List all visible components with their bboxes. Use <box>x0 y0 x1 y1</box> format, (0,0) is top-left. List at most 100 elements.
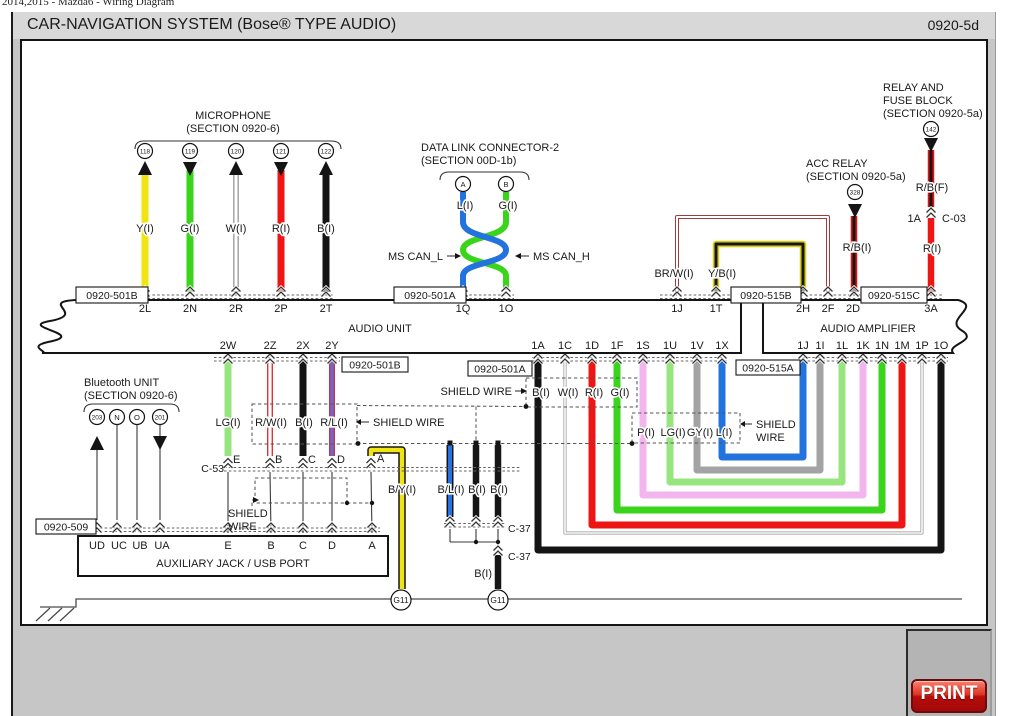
pin-label: 2Z <box>264 340 277 352</box>
pin-label: 1O <box>499 303 514 315</box>
pin-label: C <box>299 540 307 552</box>
wire-label: R/B(I) <box>843 242 872 254</box>
wire-loop-g <box>613 360 886 514</box>
arrow-down-icon <box>183 162 197 176</box>
bluetooth-section: (SECTION 0920-6) <box>84 390 178 402</box>
acc-relay-section: (SECTION 0920-5a) <box>806 171 906 183</box>
audio-unit-label: AUDIO UNIT <box>348 323 412 335</box>
terminal-letter: N <box>114 413 119 422</box>
pin-label: 2H <box>796 303 810 315</box>
pin-label: 2L <box>139 303 151 315</box>
direction-arrows <box>90 138 938 450</box>
print-button[interactable]: PRINT <box>911 679 987 713</box>
connector-id: 0920-501A <box>474 364 525 376</box>
pin-label: D <box>337 454 345 466</box>
ground-label: G11 <box>393 595 409 605</box>
dlc-section: (SECTION 00D-1b) <box>421 155 516 167</box>
wire-label: G(I) <box>181 223 200 235</box>
pin-label: 1J <box>671 303 683 315</box>
pin-label: 1C <box>558 340 572 352</box>
connector-id: 0920-501B <box>349 360 400 372</box>
rfb-title1: RELAY AND <box>883 82 944 94</box>
ground-label: G11 <box>490 595 506 605</box>
rfb-title2: FUSE BLOCK <box>883 95 953 107</box>
connector-id: 0920-515C <box>868 290 920 302</box>
connector-id: 0920-509 <box>44 522 89 534</box>
rfb-section: (SECTION 0920-5a) <box>883 108 983 120</box>
audio-amplifier-label: AUDIO AMPLIFIER <box>820 323 915 335</box>
audio-unit-box <box>37 299 742 354</box>
dlc-brace <box>439 171 530 181</box>
arrow-left-icon <box>515 253 521 259</box>
connector-id: 0920-501B <box>86 290 137 302</box>
pin-label: UA <box>154 540 170 552</box>
wire-label: G(I) <box>499 200 518 212</box>
pin-label: A <box>368 540 376 552</box>
shield-box-aux <box>254 477 348 504</box>
shield-wire-label: SHIELD WIRE <box>440 386 512 398</box>
terminal-number: 119 <box>185 149 196 156</box>
terminal-number: 142 <box>926 127 937 134</box>
pin-label: 1N <box>875 340 889 352</box>
pin-label: A <box>377 453 385 465</box>
dlc-title: DATA LINK CONNECTOR-2 <box>421 142 559 154</box>
wire-label: B(I) <box>532 387 550 399</box>
pin-label: 2X <box>296 340 310 352</box>
pin-label: 1S <box>636 340 649 352</box>
wire-loop-gy <box>693 360 824 474</box>
pin-label: UC <box>111 540 127 552</box>
wire-label: L(I) <box>457 200 474 212</box>
wire-label: W(I) <box>558 387 579 399</box>
wire-yb-loop <box>712 240 807 292</box>
ground-line <box>35 598 962 622</box>
pin-label: 1T <box>710 303 723 315</box>
inline-connector-label: C-03 <box>942 213 966 225</box>
wire-label: B(I) <box>474 568 492 580</box>
wire-can-low <box>460 192 509 290</box>
wire-label: W(I) <box>226 223 247 235</box>
diagram-viewer-window: CAR-NAVIGATION SYSTEM (Bose® TYPE AUDIO)… <box>13 12 996 716</box>
diagram-code: 0920-5d <box>927 17 979 33</box>
shield-wire-network <box>251 377 741 545</box>
microphone-section: (SECTION 0920-6) <box>186 123 280 135</box>
wires <box>96 150 945 589</box>
pin-label: 2P <box>274 303 287 315</box>
wire-loop-r <box>588 360 906 529</box>
wire-label: B/Y(I) <box>388 484 416 496</box>
shield-wire-label: SHIELD <box>756 419 796 431</box>
inline-pin-label: 1A <box>908 213 922 225</box>
pin-label: D <box>328 540 336 552</box>
wire-label: R(I) <box>272 223 290 235</box>
pin-label: 1J <box>797 340 809 352</box>
can-high-label: MS CAN_H <box>533 251 590 263</box>
pin-label: 1I <box>815 340 824 352</box>
terminal-number: 328 <box>850 190 861 197</box>
pointer-arrows <box>356 253 752 427</box>
wire-label: R(I) <box>923 243 941 255</box>
pin-label: 1D <box>585 340 599 352</box>
terminal-number: 118 <box>140 149 151 156</box>
diagram-title: CAR-NAVIGATION SYSTEM (Bose® TYPE AUDIO) <box>27 16 397 33</box>
shield-wire-label: SHIELD WIRE <box>373 417 445 429</box>
pin-label: 1A <box>531 340 545 352</box>
terminal-letter: A <box>460 180 466 189</box>
pin-label: E <box>224 540 231 552</box>
wiring-diagram-svg: MICROPHONE (SECTION 0920-6) 118 119 120 … <box>35 82 983 622</box>
shield-box-c53 <box>251 403 358 445</box>
connector-id: 0920-515B <box>740 290 791 302</box>
wire-label: B/L(I) <box>438 484 465 496</box>
wire-label: L(I) <box>716 427 733 439</box>
wire-can-high <box>460 192 509 290</box>
pin-label: 2D <box>846 303 860 315</box>
wire-label: LG(I) <box>660 427 685 439</box>
pin-label: 1M <box>894 340 909 352</box>
wire-label: GY(I) <box>687 427 713 439</box>
print-panel: PRINT <box>906 629 992 716</box>
bluetooth-title: Bluetooth UNIT <box>84 377 159 389</box>
pin-label: 1Q <box>456 303 471 315</box>
arrow-up-icon <box>90 436 104 450</box>
microphone-title: MICROPHONE <box>195 110 271 122</box>
c37-join <box>449 529 499 547</box>
browser-page-title: 2014,2015 - Mazda6 - Wiring Diagram <box>2 0 175 8</box>
